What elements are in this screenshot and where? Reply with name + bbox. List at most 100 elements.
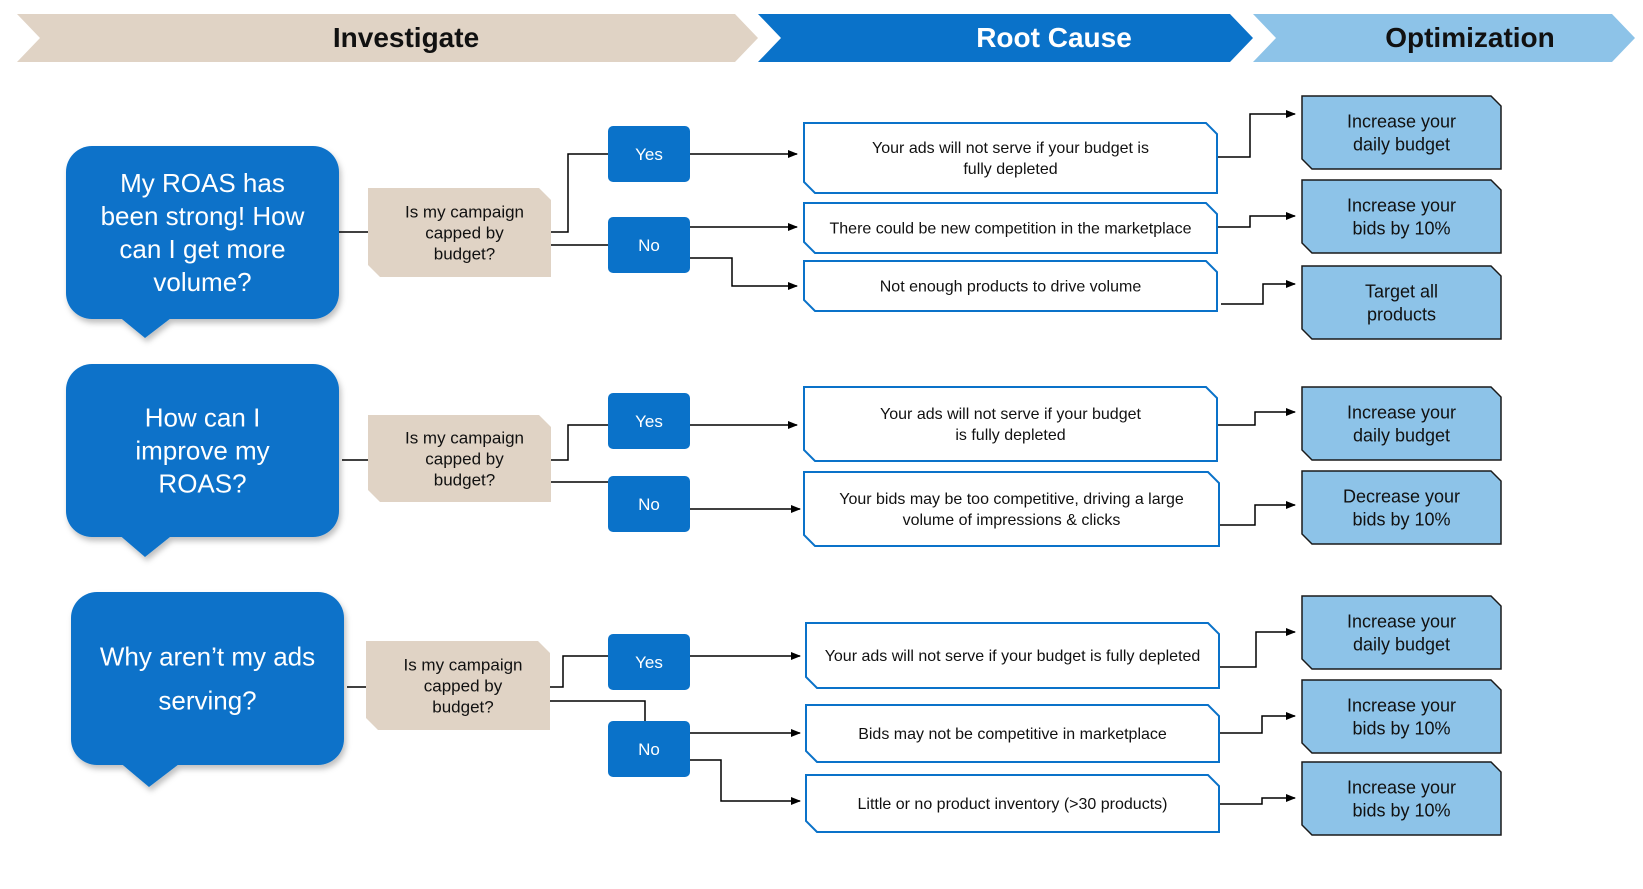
yes-box: [608, 393, 690, 449]
decision-text: budget?: [434, 470, 495, 489]
no-box: [608, 721, 690, 777]
question-text: ROAS?: [158, 469, 246, 499]
root-cause-text: Your ads will not serve if your budget i…: [872, 140, 1149, 157]
optimization-text: Target all: [1365, 281, 1438, 301]
no-label: No: [638, 495, 660, 514]
optimization-box: [1301, 265, 1502, 340]
optimization-text: Increase your: [1347, 402, 1456, 422]
optimization-text: bids by 10%: [1352, 718, 1450, 738]
yes-box: [608, 634, 690, 690]
no-label: No: [638, 236, 660, 255]
optimization-box: [1301, 761, 1502, 836]
optimization-text: bids by 10%: [1352, 800, 1450, 820]
yes-label: Yes: [635, 412, 663, 431]
optimization-text: daily budget: [1353, 134, 1450, 154]
root-cause-box: [805, 704, 1220, 763]
optimization-text: Decrease your: [1343, 486, 1460, 506]
decision-text: capped by: [425, 449, 504, 468]
connector-line: [690, 759, 801, 805]
root-cause-text: fully depleted: [963, 161, 1057, 178]
yes-label: Yes: [635, 653, 663, 672]
decision-text: Is my campaign: [403, 655, 522, 674]
optimization-box: [1301, 470, 1502, 545]
bubble-body: [71, 592, 344, 765]
decision-text: budget?: [432, 697, 493, 716]
optimization-text: daily budget: [1353, 634, 1450, 654]
root-cause-text: Little or no product inventory (>30 prod…: [858, 796, 1168, 813]
optimization-box: [1301, 386, 1502, 461]
optimization-box: [1301, 679, 1502, 754]
question-text: My ROAS has: [120, 168, 285, 198]
no-box: [608, 476, 690, 532]
decision-text: Is my campaign: [405, 202, 524, 221]
connector-line: [550, 655, 608, 688]
root-cause-text: volume of impressions & clicks: [903, 512, 1121, 529]
root-cause-box: [803, 122, 1218, 194]
decision-text: budget?: [434, 244, 495, 263]
decision-text: Is my campaign: [405, 428, 524, 447]
root-cause-box: [803, 471, 1220, 547]
connector-line: [690, 257, 798, 290]
connector-line: [1217, 408, 1296, 426]
connector-line: [551, 153, 608, 233]
question-text: Why aren’t my ads: [100, 642, 315, 672]
root-cause-text: There could be new competition in the ma…: [830, 221, 1192, 238]
decision-box: [366, 641, 550, 730]
question-text: serving?: [158, 686, 256, 716]
header-band-optimization: [1253, 14, 1635, 62]
connector-line: [1219, 794, 1296, 805]
header-band-root-cause: [758, 14, 1253, 62]
optimization-text: Increase your: [1347, 777, 1456, 797]
yes-label: Yes: [635, 145, 663, 164]
decision-text: capped by: [425, 223, 504, 242]
optimization-text: bids by 10%: [1352, 509, 1450, 529]
root-cause-box: [803, 386, 1218, 462]
yes-box: [608, 126, 690, 182]
connector-line: [1217, 212, 1296, 228]
question-bubble: [71, 592, 344, 787]
header-investigate: Investigate: [333, 22, 479, 53]
connector-line: [550, 700, 646, 721]
optimization-text: products: [1367, 304, 1436, 324]
optimization-box: [1301, 179, 1502, 254]
root-cause-text: Your ads will not serve if your budget i…: [825, 648, 1201, 665]
optimization-box: [1301, 595, 1502, 670]
bubble-body: [66, 364, 339, 537]
connector-line: [1219, 628, 1296, 668]
optimization-text: daily budget: [1353, 425, 1450, 445]
root-cause-text: Your ads will not serve if your budget: [880, 406, 1141, 423]
root-cause-box: [805, 774, 1220, 833]
header-band-investigate: [17, 14, 758, 62]
bubble-tail: [118, 761, 183, 787]
bubble-tail: [117, 533, 175, 557]
optimization-text: Increase your: [1347, 611, 1456, 631]
question-text: been strong! How: [101, 201, 305, 231]
decision-box: [368, 415, 551, 502]
decision-text: capped by: [424, 676, 503, 695]
question-text: can I get more: [119, 234, 285, 264]
root-cause-box: [803, 260, 1218, 312]
root-cause-text: Not enough products to drive volume: [880, 279, 1142, 296]
no-box: [608, 217, 690, 273]
root-cause-text: Bids may not be competitive in marketpla…: [858, 726, 1167, 743]
bubble-tail: [117, 315, 175, 338]
connector-line: [551, 424, 608, 461]
optimization-box: [1301, 95, 1502, 170]
connector-line: [1221, 280, 1296, 305]
question-bubble: [66, 364, 339, 557]
question-text: improve my: [135, 436, 269, 466]
optimization-text: bids by 10%: [1352, 218, 1450, 238]
connector-line: [1217, 110, 1296, 158]
connector-line: [1219, 712, 1296, 734]
root-cause-text: Your bids may be too competitive, drivin…: [839, 491, 1184, 508]
question-text: How can I: [145, 403, 261, 433]
root-cause-box: [803, 202, 1218, 254]
header-optimization: Optimization: [1385, 22, 1555, 53]
optimization-text: Increase your: [1347, 111, 1456, 131]
root-cause-box: [805, 622, 1220, 689]
header-root-cause: Root Cause: [976, 22, 1132, 53]
question-bubble: [66, 146, 339, 338]
